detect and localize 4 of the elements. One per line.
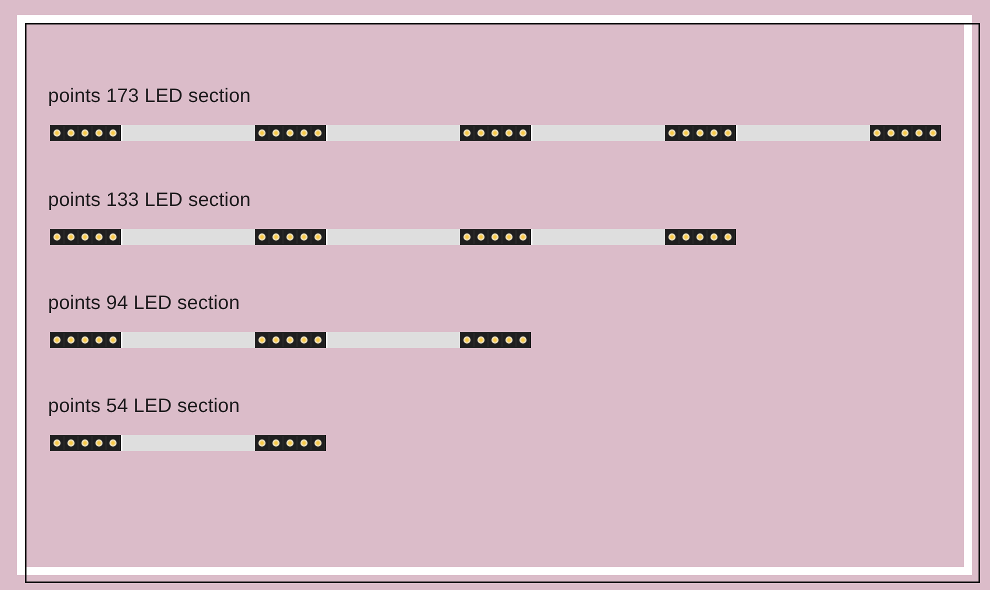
section-heading: points 133 LED section — [48, 188, 251, 212]
section-heading: points 94 LED section — [48, 291, 240, 315]
section-heading: points 54 LED section — [48, 394, 240, 418]
section-heading: points 173 LED section — [48, 84, 251, 108]
